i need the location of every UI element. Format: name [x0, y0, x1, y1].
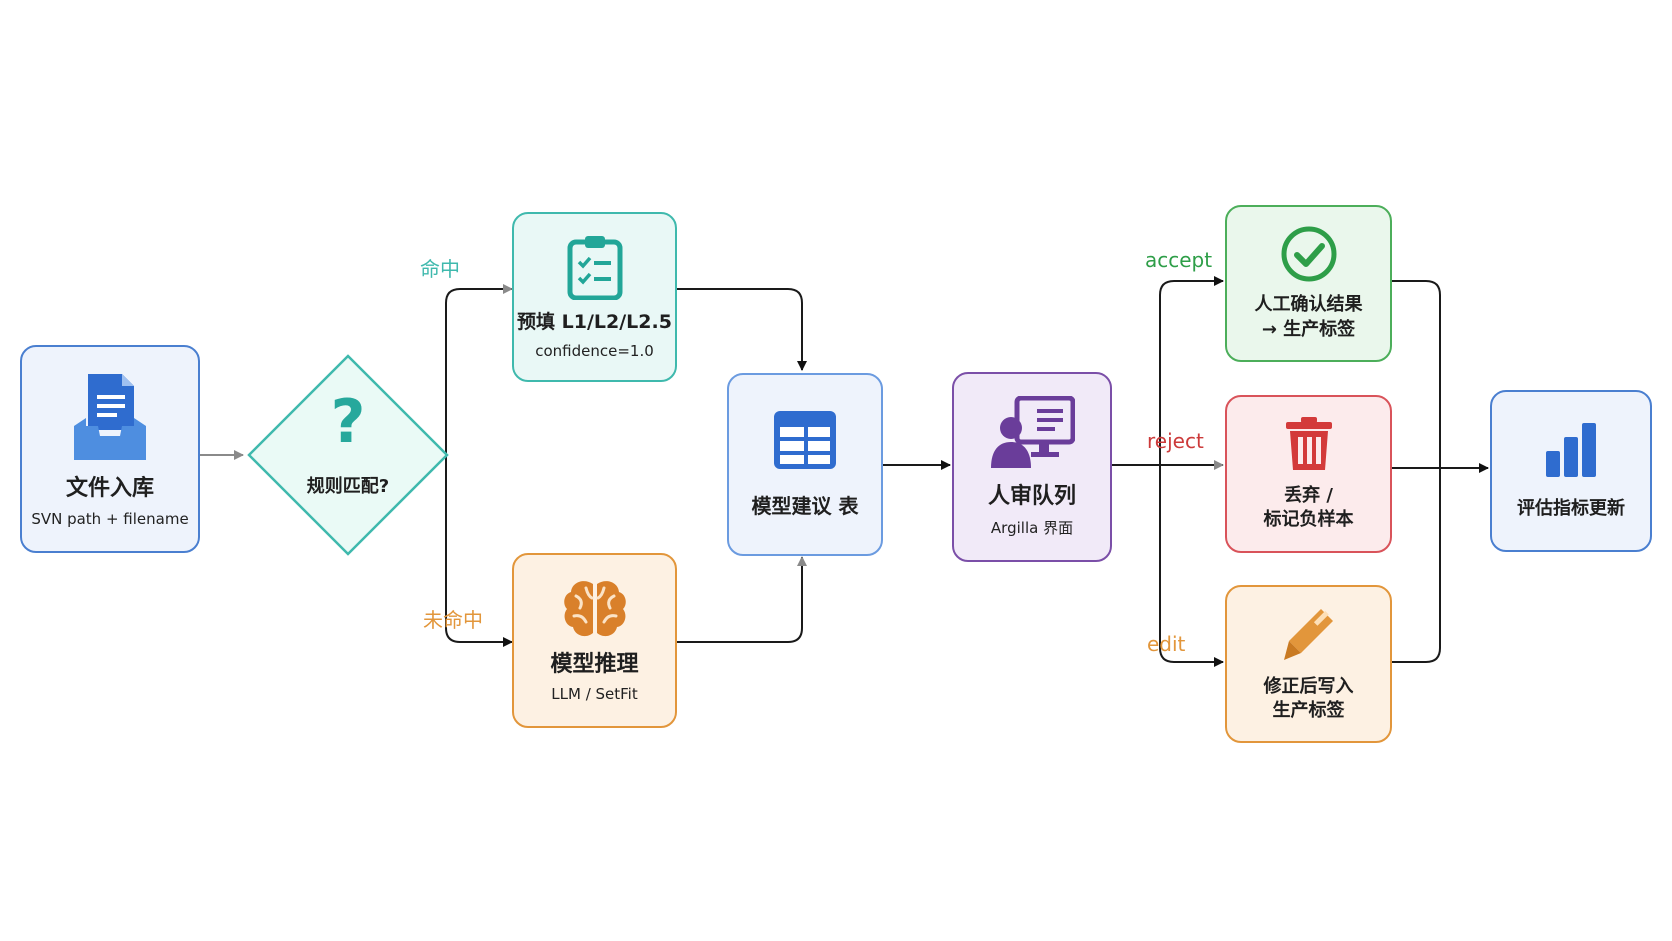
node-edit: 修正后写入 生产标签	[1225, 585, 1392, 743]
bar-chart-icon	[1546, 422, 1596, 477]
node-model-title: 模型推理	[550, 651, 639, 677]
node-prefill: 预填 L1/L2/L2.5 confidence=1.0	[512, 212, 677, 382]
reviewer-screen-icon	[991, 395, 1075, 468]
node-model: 模型推理 LLM / SetFit	[512, 553, 677, 728]
edge-edit-eval	[1392, 465, 1441, 663]
table-icon	[774, 411, 836, 469]
node-reject-title: 丢弃 / 标记负样本	[1263, 484, 1354, 530]
node-prefill-title: 预填 L1/L2/L2.5	[517, 311, 672, 334]
node-accept: 人工确认结果 → 生产标签	[1225, 205, 1392, 362]
edge-review-edit	[1159, 465, 1224, 667]
brain-icon	[563, 580, 626, 636]
node-prefill-subtitle: confidence=1.0	[535, 341, 654, 360]
clipboard-checklist-icon	[567, 236, 622, 301]
pencil-icon	[1283, 608, 1333, 660]
node-intake-subtitle: SVN path + filename	[31, 509, 189, 528]
trash-icon	[1285, 416, 1332, 470]
edge-label-accept: accept	[1145, 248, 1213, 272]
edge-label-miss: 未命中	[423, 608, 483, 632]
edge-accept-eval	[1392, 280, 1441, 465]
node-edit-title: 修正后写入 生产标签	[1263, 675, 1354, 721]
question-mark-icon: ?	[330, 387, 366, 457]
node-model-subtitle: LLM / SetFit	[551, 685, 638, 704]
node-rule-title: 规则匹配?	[306, 476, 390, 497]
edge-rule-model	[445, 455, 513, 647]
edge-prefill-suggest	[677, 288, 807, 371]
node-eval-title: 评估指标更新	[1517, 497, 1625, 519]
decision-diamond	[247, 354, 449, 556]
node-suggest-title: 模型建议 表	[751, 494, 859, 518]
node-eval: 评估指标更新	[1490, 390, 1652, 552]
document-inbox-icon	[74, 374, 146, 461]
edge-rule-prefill	[445, 284, 513, 455]
check-circle-icon	[1281, 226, 1336, 282]
node-review: 人审队列 Argilla 界面	[952, 372, 1112, 562]
node-review-title: 人审队列	[987, 483, 1076, 509]
edge-model-suggest	[677, 556, 807, 643]
node-review-subtitle: Argilla 界面	[990, 519, 1074, 538]
edge-label-edit: edit	[1147, 632, 1186, 656]
node-accept-title: 人工确认结果 → 生产标签	[1254, 294, 1363, 340]
edge-review-accept	[1159, 276, 1224, 465]
node-suggest: 模型建议 表	[727, 373, 883, 556]
edge-label-hit: 命中	[420, 257, 460, 281]
edge-label-reject: reject	[1147, 429, 1204, 453]
node-intake-title: 文件入库	[65, 476, 154, 502]
node-reject: 丢弃 / 标记负样本	[1225, 395, 1392, 553]
node-intake: 文件入库 SVN path + filename	[20, 345, 200, 553]
